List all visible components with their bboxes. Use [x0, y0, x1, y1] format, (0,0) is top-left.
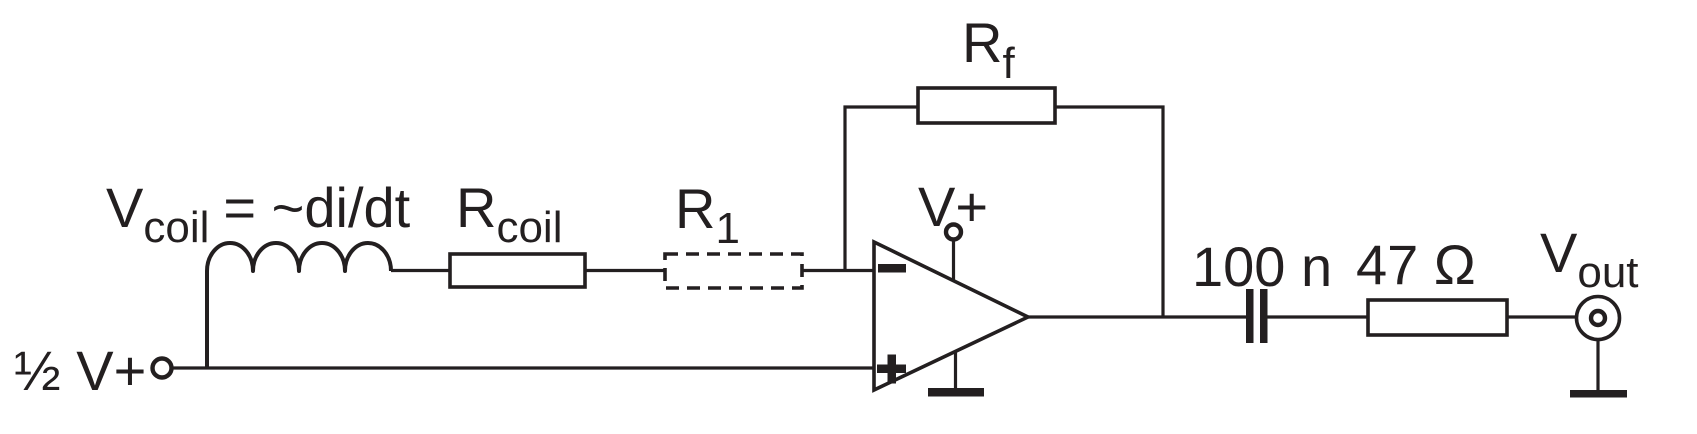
opamp-ground-bar	[928, 388, 984, 397]
rcoil-resistor-body	[448, 252, 587, 289]
bias-input-terminal-circle	[150, 356, 174, 380]
feedback-wire-left	[843, 105, 918, 271]
wires	[172, 105, 1577, 370]
feedback-wire-right	[1055, 105, 1165, 317]
supply-terminal-circle	[943, 222, 964, 242]
inductor-coil	[205, 241, 393, 368]
opamp-noninverting-input-symbol	[877, 354, 906, 384]
capacitor-plate-right	[1260, 289, 1268, 343]
capacitor-plate-left	[1246, 289, 1254, 343]
rf-resistor-body	[916, 86, 1057, 125]
opamp-inverting-input-symbol	[878, 264, 906, 273]
output-resistor-value-label: 47 Ω	[1356, 233, 1476, 296]
r1-label: R1	[675, 177, 740, 253]
capacitor	[1246, 289, 1268, 343]
capacitor-value-label: 100 n	[1192, 235, 1332, 298]
vout-connector-inner-circle	[1588, 308, 1608, 328]
opamp	[872, 222, 1033, 397]
output-resistor-body	[1366, 298, 1509, 337]
coil-voltage-label: Vcoil= ~di/dt	[106, 176, 411, 252]
opamp-triangle	[872, 239, 1033, 393]
vout-ground-bar	[1570, 390, 1627, 398]
vout-connector	[1570, 294, 1627, 398]
r1-resistor-body-dashed	[663, 252, 804, 290]
coil-resistance-label: Rcoil	[456, 176, 562, 252]
vout-label: Vout	[1540, 221, 1639, 297]
bias-input-label: ½ V+	[14, 339, 146, 402]
supply-label: V+	[918, 175, 988, 238]
rf-label: Rf	[962, 11, 1015, 88]
